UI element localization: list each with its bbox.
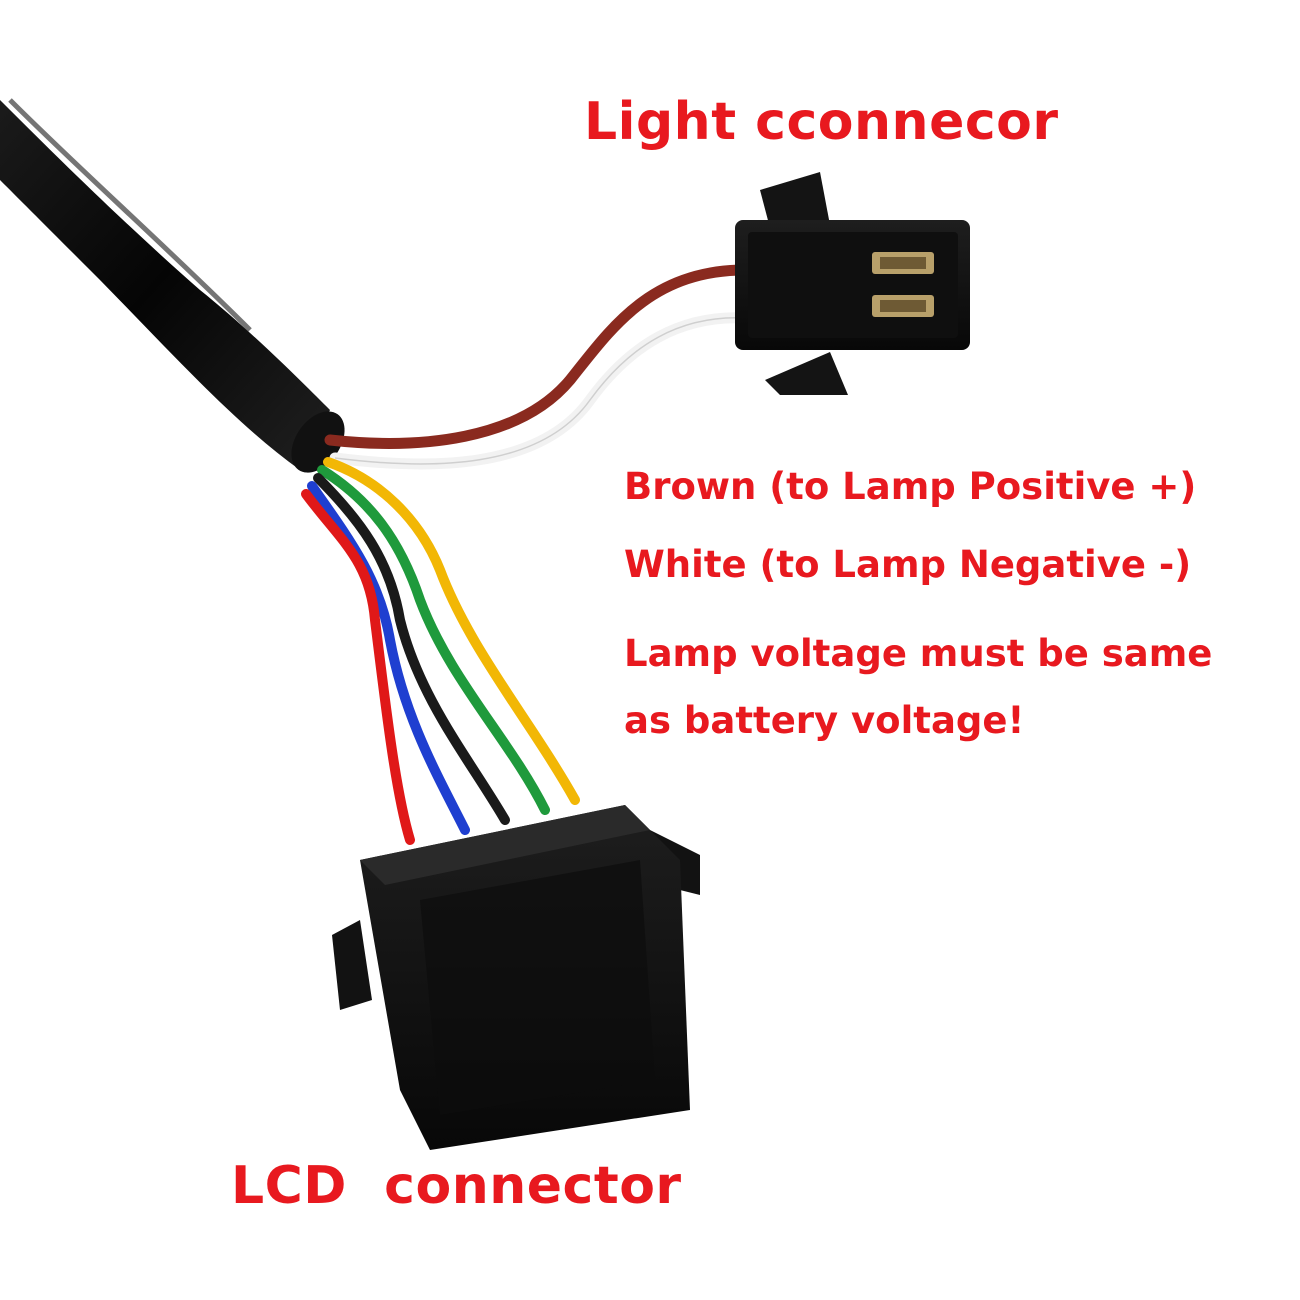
lcd-connector [332,805,700,1150]
light-connector [735,172,970,395]
voltage-warning-line2: as battery voltage! [624,699,1025,742]
green-wire [317,465,550,815]
lcd-connector-title: LCD connector [231,1156,682,1216]
cable-jacket [0,98,345,473]
brown-wire [324,264,751,449]
yellow-wire [323,457,580,805]
voltage-warning-line1: Lamp voltage must be same [624,632,1213,675]
blue-wire [307,481,470,835]
brown-wire-note: Brown (to Lamp Positive +) [624,465,1197,508]
lamp-wires [324,264,751,470]
light-connector-title: Light cconnecor [584,92,1059,152]
black-wire [313,473,510,825]
red-wire [301,489,415,845]
lcd-wires [301,457,580,845]
white-wire-note: White (to Lamp Negative -) [624,543,1192,586]
